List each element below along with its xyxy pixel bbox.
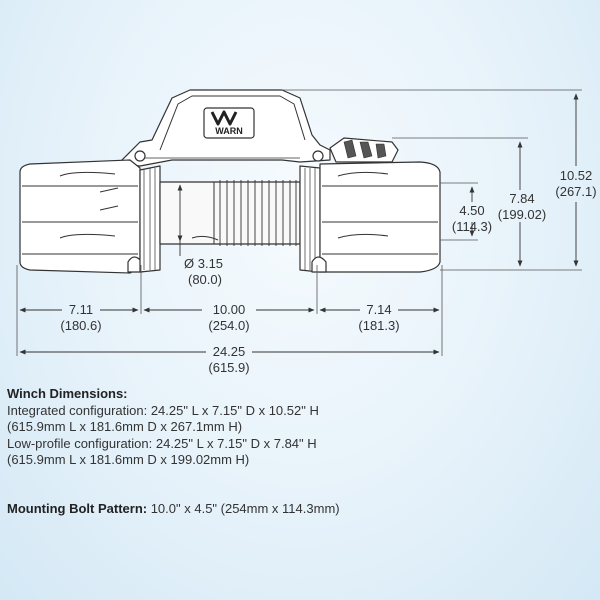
specifications: Winch Dimensions: Integrated configurati… xyxy=(7,386,593,517)
winch-illustration: WARN xyxy=(19,89,441,274)
center-section-in: 10.00 xyxy=(213,302,246,317)
right-section-mm: (181.3) xyxy=(358,318,399,333)
overall-length-in: 24.25 xyxy=(213,344,246,359)
warn-logo: WARN xyxy=(203,107,255,139)
low-profile-height-in: 7.84 xyxy=(509,191,534,206)
winch-dimensions-heading: Winch Dimensions: xyxy=(7,386,128,401)
center-section-mm: (254.0) xyxy=(208,318,249,333)
control-pack xyxy=(329,137,399,163)
integrated-config-line: Integrated configuration: 24.25" L x 7.1… xyxy=(7,402,319,418)
extension-lines xyxy=(16,89,582,356)
overall-height-in: 10.52 xyxy=(560,168,593,183)
cable-drum xyxy=(159,180,301,246)
integrated-config-metric: (615.9mm L x 181.6mm D x 267.1mm H) xyxy=(7,419,243,434)
drum-diameter-in: Ø 3.15 xyxy=(184,256,223,271)
lowprofile-config-line: Low-profile configuration: 24.25" L x 7.… xyxy=(7,435,317,451)
overall-length-mm: (615.9) xyxy=(208,360,249,375)
drum-diameter-mm: (80.0) xyxy=(188,272,222,287)
motor-housing xyxy=(19,159,141,274)
dimension-lines xyxy=(19,93,579,355)
bolt-pattern-heading: Mounting Bolt Pattern: xyxy=(7,500,148,516)
lowprofile-config-metric: (615.9mm L x 181.6mm D x 199.02mm H) xyxy=(7,452,250,467)
right-section-in: 7.14 xyxy=(366,302,391,317)
bolt-depth-mm: (114.3) xyxy=(452,219,492,234)
winch-dimension-drawing: WARN xyxy=(16,89,597,375)
bolt-depth-in: 4.50 xyxy=(459,203,484,218)
left-section-in: 7.11 xyxy=(69,302,93,317)
gear-housing xyxy=(319,161,441,273)
mounting-bolt-pattern: Mounting Bolt Pattern: 10.0" x 4.5" (254… xyxy=(7,501,593,518)
left-section-mm: (180.6) xyxy=(60,318,101,333)
bolt-pattern-value: 10.0" x 4.5" (254mm x 114.3mm) xyxy=(147,500,340,516)
overall-height-mm: (267.1) xyxy=(555,184,596,199)
logo-text: WARN xyxy=(215,126,243,136)
dimension-labels: 10.52 (267.1) 7.84 (199.02) 4.50 (114.3)… xyxy=(60,168,596,375)
low-profile-height-mm: (199.02) xyxy=(498,207,546,222)
